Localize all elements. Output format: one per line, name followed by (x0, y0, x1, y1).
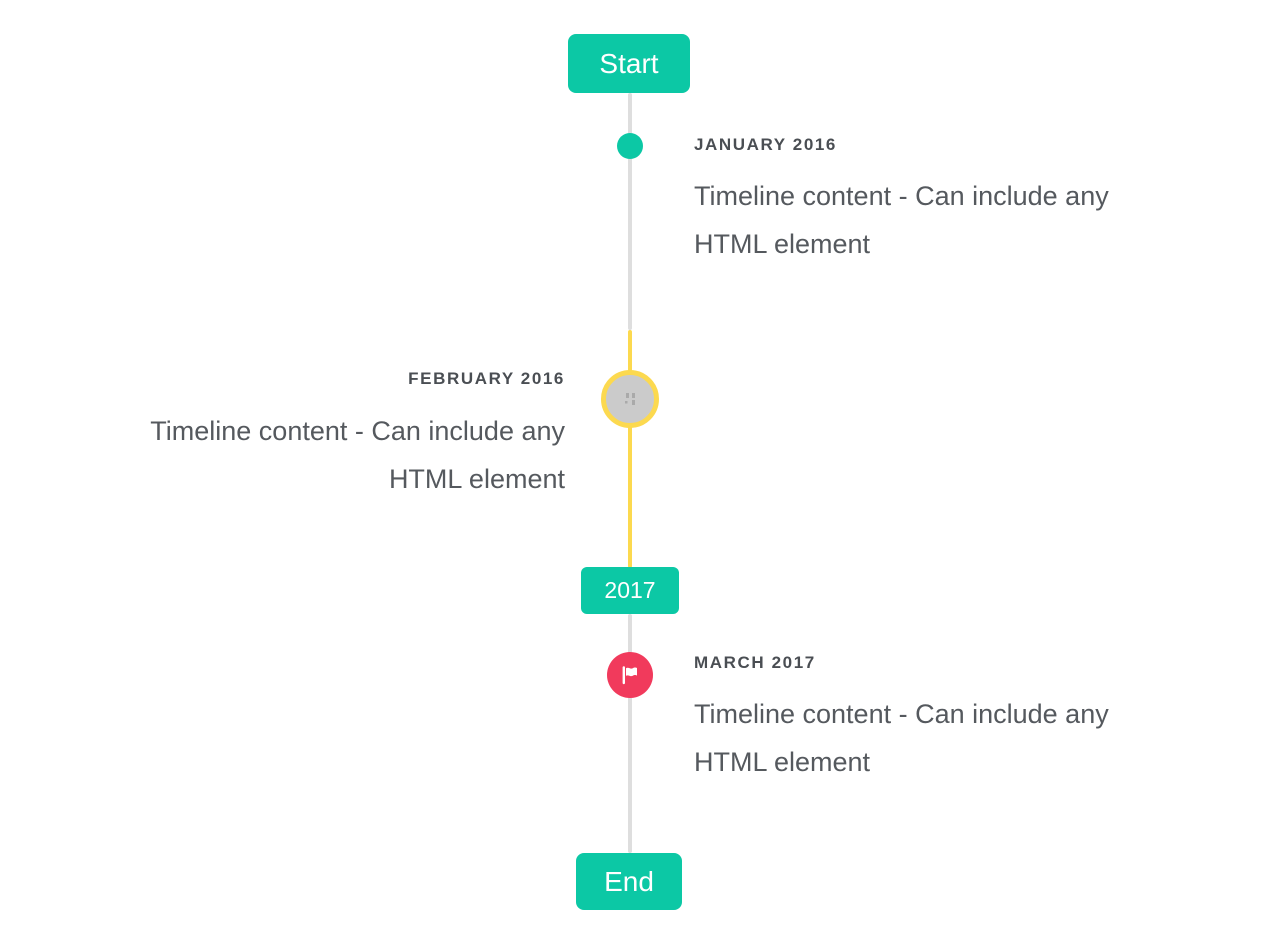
flag-circle-marker (607, 652, 653, 698)
broken-image-icon (622, 392, 639, 407)
image-circle-marker (601, 370, 659, 428)
item-date-heading: MARCH 2017 (694, 653, 816, 672)
year-badge-2017[interactable]: 2017 (581, 567, 679, 614)
timeline-dot-marker (617, 133, 643, 159)
item-date-heading: JANUARY 2016 (694, 135, 837, 154)
item-content-line: Timeline content - Can include any (694, 699, 1109, 729)
start-badge-label: Start (599, 47, 659, 79)
item-content-line: Timeline content - Can include any (150, 416, 565, 446)
item-content-line: HTML element (694, 229, 871, 259)
flag-icon (618, 663, 642, 687)
item-content: Timeline content - Can include any HTML … (694, 172, 1109, 268)
end-badge[interactable]: End (576, 853, 682, 910)
item-content-line: HTML element (388, 464, 565, 494)
timeline-line-segment-bottom (628, 614, 632, 853)
item-content: Timeline content - Can include any HTML … (150, 407, 565, 503)
timeline-line-segment-top (628, 93, 632, 330)
item-date-heading: FEBRUARY 2016 (408, 369, 565, 388)
item-content-line: Timeline content - Can include any (694, 181, 1109, 211)
end-badge-label: End (604, 865, 654, 897)
item-content-line: HTML element (694, 747, 871, 777)
item-content: Timeline content - Can include any HTML … (694, 690, 1109, 786)
start-badge[interactable]: Start (568, 34, 690, 93)
year-badge-label: 2017 (604, 577, 656, 603)
timeline-line-segment-highlighted (628, 330, 632, 568)
